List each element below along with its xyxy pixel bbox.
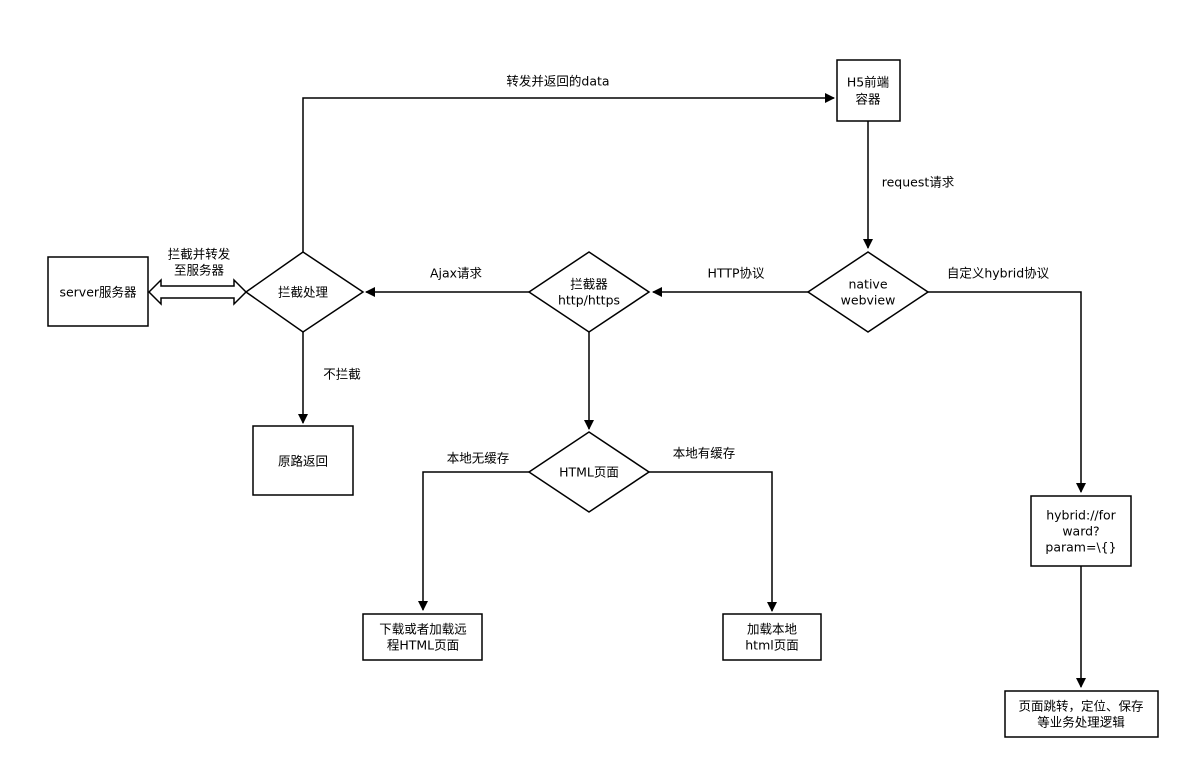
node-page-jump-label-1: 页面跳转，定位、保存: [1018, 699, 1143, 714]
node-return-label: 原路返回: [278, 454, 328, 469]
node-server-label: server服务器: [59, 285, 137, 300]
node-interceptor-label-2: http/https: [558, 293, 620, 308]
node-hybrid-protocol-label-2: ward?: [1062, 524, 1099, 539]
node-download-remote-label-2: 程HTML页面: [387, 638, 459, 653]
node-native-webview-label-2: webview: [841, 293, 896, 308]
edge-label-intercept-forward-1: 拦截并转发: [168, 247, 231, 262]
node-return: [252, 425, 354, 496]
node-h5-container-label-1: H5前端: [847, 75, 889, 90]
edge-label-http-protocol: HTTP协议: [708, 266, 765, 281]
node-intercept-handle: [244, 251, 365, 333]
node-load-local: [722, 613, 822, 661]
edge-label-no-cache: 本地无缓存: [447, 451, 510, 466]
node-interceptor-label-1: 拦截器: [570, 277, 608, 292]
edge-label-request: request请求: [882, 175, 955, 190]
node-h5-container-label-2: 容器: [855, 92, 881, 107]
node-h5-container: [836, 59, 901, 122]
node-hybrid-protocol: [1030, 495, 1132, 567]
edge-native-to-hybrid: [928, 291, 1086, 493]
node-html-page-label: HTML页面: [559, 465, 619, 480]
edge-label-custom-protocol: 自定义hybrid协议: [947, 266, 1050, 281]
node-native-webview: [806, 251, 930, 333]
edge-htmlpage-to-local: [649, 471, 777, 612]
node-hybrid-protocol-label-3: param=\{}: [1045, 540, 1116, 555]
edge-label-forward-data: 转发并返回的data: [506, 74, 609, 89]
node-native-webview-label-1: native: [848, 277, 887, 292]
node-load-local-label-1: 加载本地: [747, 622, 798, 637]
node-page-jump-label-2: 等业务处理逻辑: [1037, 715, 1125, 730]
edge-label-ajax: Ajax请求: [430, 266, 483, 281]
node-server: [47, 256, 149, 327]
node-download-remote-label-1: 下载或者加载远: [379, 622, 467, 637]
edge-handle-to-h5: [302, 93, 835, 252]
node-download-remote: [362, 613, 483, 661]
node-hybrid-protocol-label-1: hybrid://for: [1046, 508, 1116, 523]
edge-label-intercept-forward-2: 至服务器: [174, 263, 225, 278]
edge-label-no-intercept: 不拦截: [323, 367, 361, 382]
node-load-local-label-2: html页面: [745, 638, 798, 653]
node-html-page: [527, 431, 651, 513]
double-arrow-server-handle: [147, 278, 248, 306]
node-page-jump: [1004, 690, 1159, 738]
edge-htmlpage-to-download: [418, 471, 529, 611]
node-intercept-handle-label: 拦截处理: [278, 285, 329, 300]
node-interceptor: [527, 251, 651, 333]
edge-label-has-cache: 本地有缓存: [673, 446, 736, 461]
